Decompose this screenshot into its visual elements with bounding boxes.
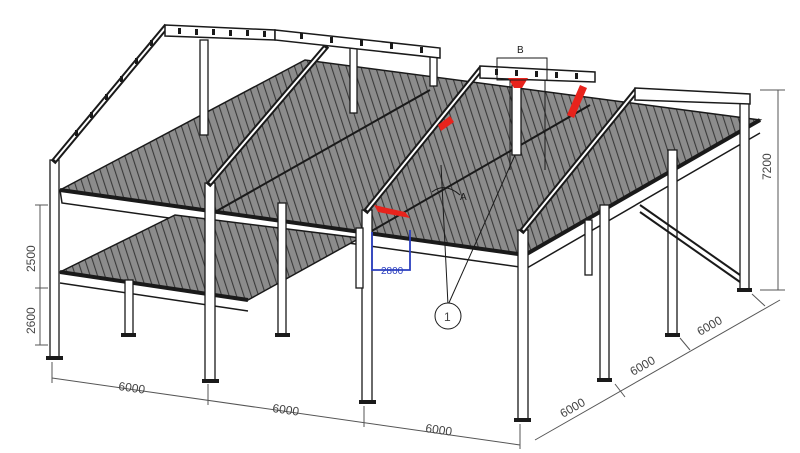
dim-bottom-1: 6000	[118, 379, 147, 397]
detail-b-label: B	[517, 45, 524, 56]
dim-bottom-3: 6000	[425, 421, 454, 439]
base-plates	[46, 288, 752, 422]
balloon-1	[434, 154, 516, 330]
detail-dimension	[371, 230, 411, 271]
dim-right-1: 6000	[558, 395, 588, 421]
bracing	[639, 204, 741, 283]
dim-height-lower: 2600	[24, 307, 38, 334]
rafter-cleats	[75, 40, 153, 136]
dim-right-3: 6000	[695, 313, 725, 339]
detail-a-label: A	[460, 192, 467, 203]
dim-height-upper: 2500	[24, 245, 38, 272]
detail-a-callout	[431, 187, 461, 196]
detail-b-callout	[496, 57, 548, 170]
dim-bottom-2: 6000	[272, 401, 301, 419]
detail-dim-label: 2800	[381, 266, 404, 277]
dimension-lines	[35, 89, 785, 449]
dim-height-total: 7200	[760, 153, 774, 180]
dim-right-2: 6000	[628, 353, 658, 379]
balloon-label: 1	[444, 310, 451, 324]
